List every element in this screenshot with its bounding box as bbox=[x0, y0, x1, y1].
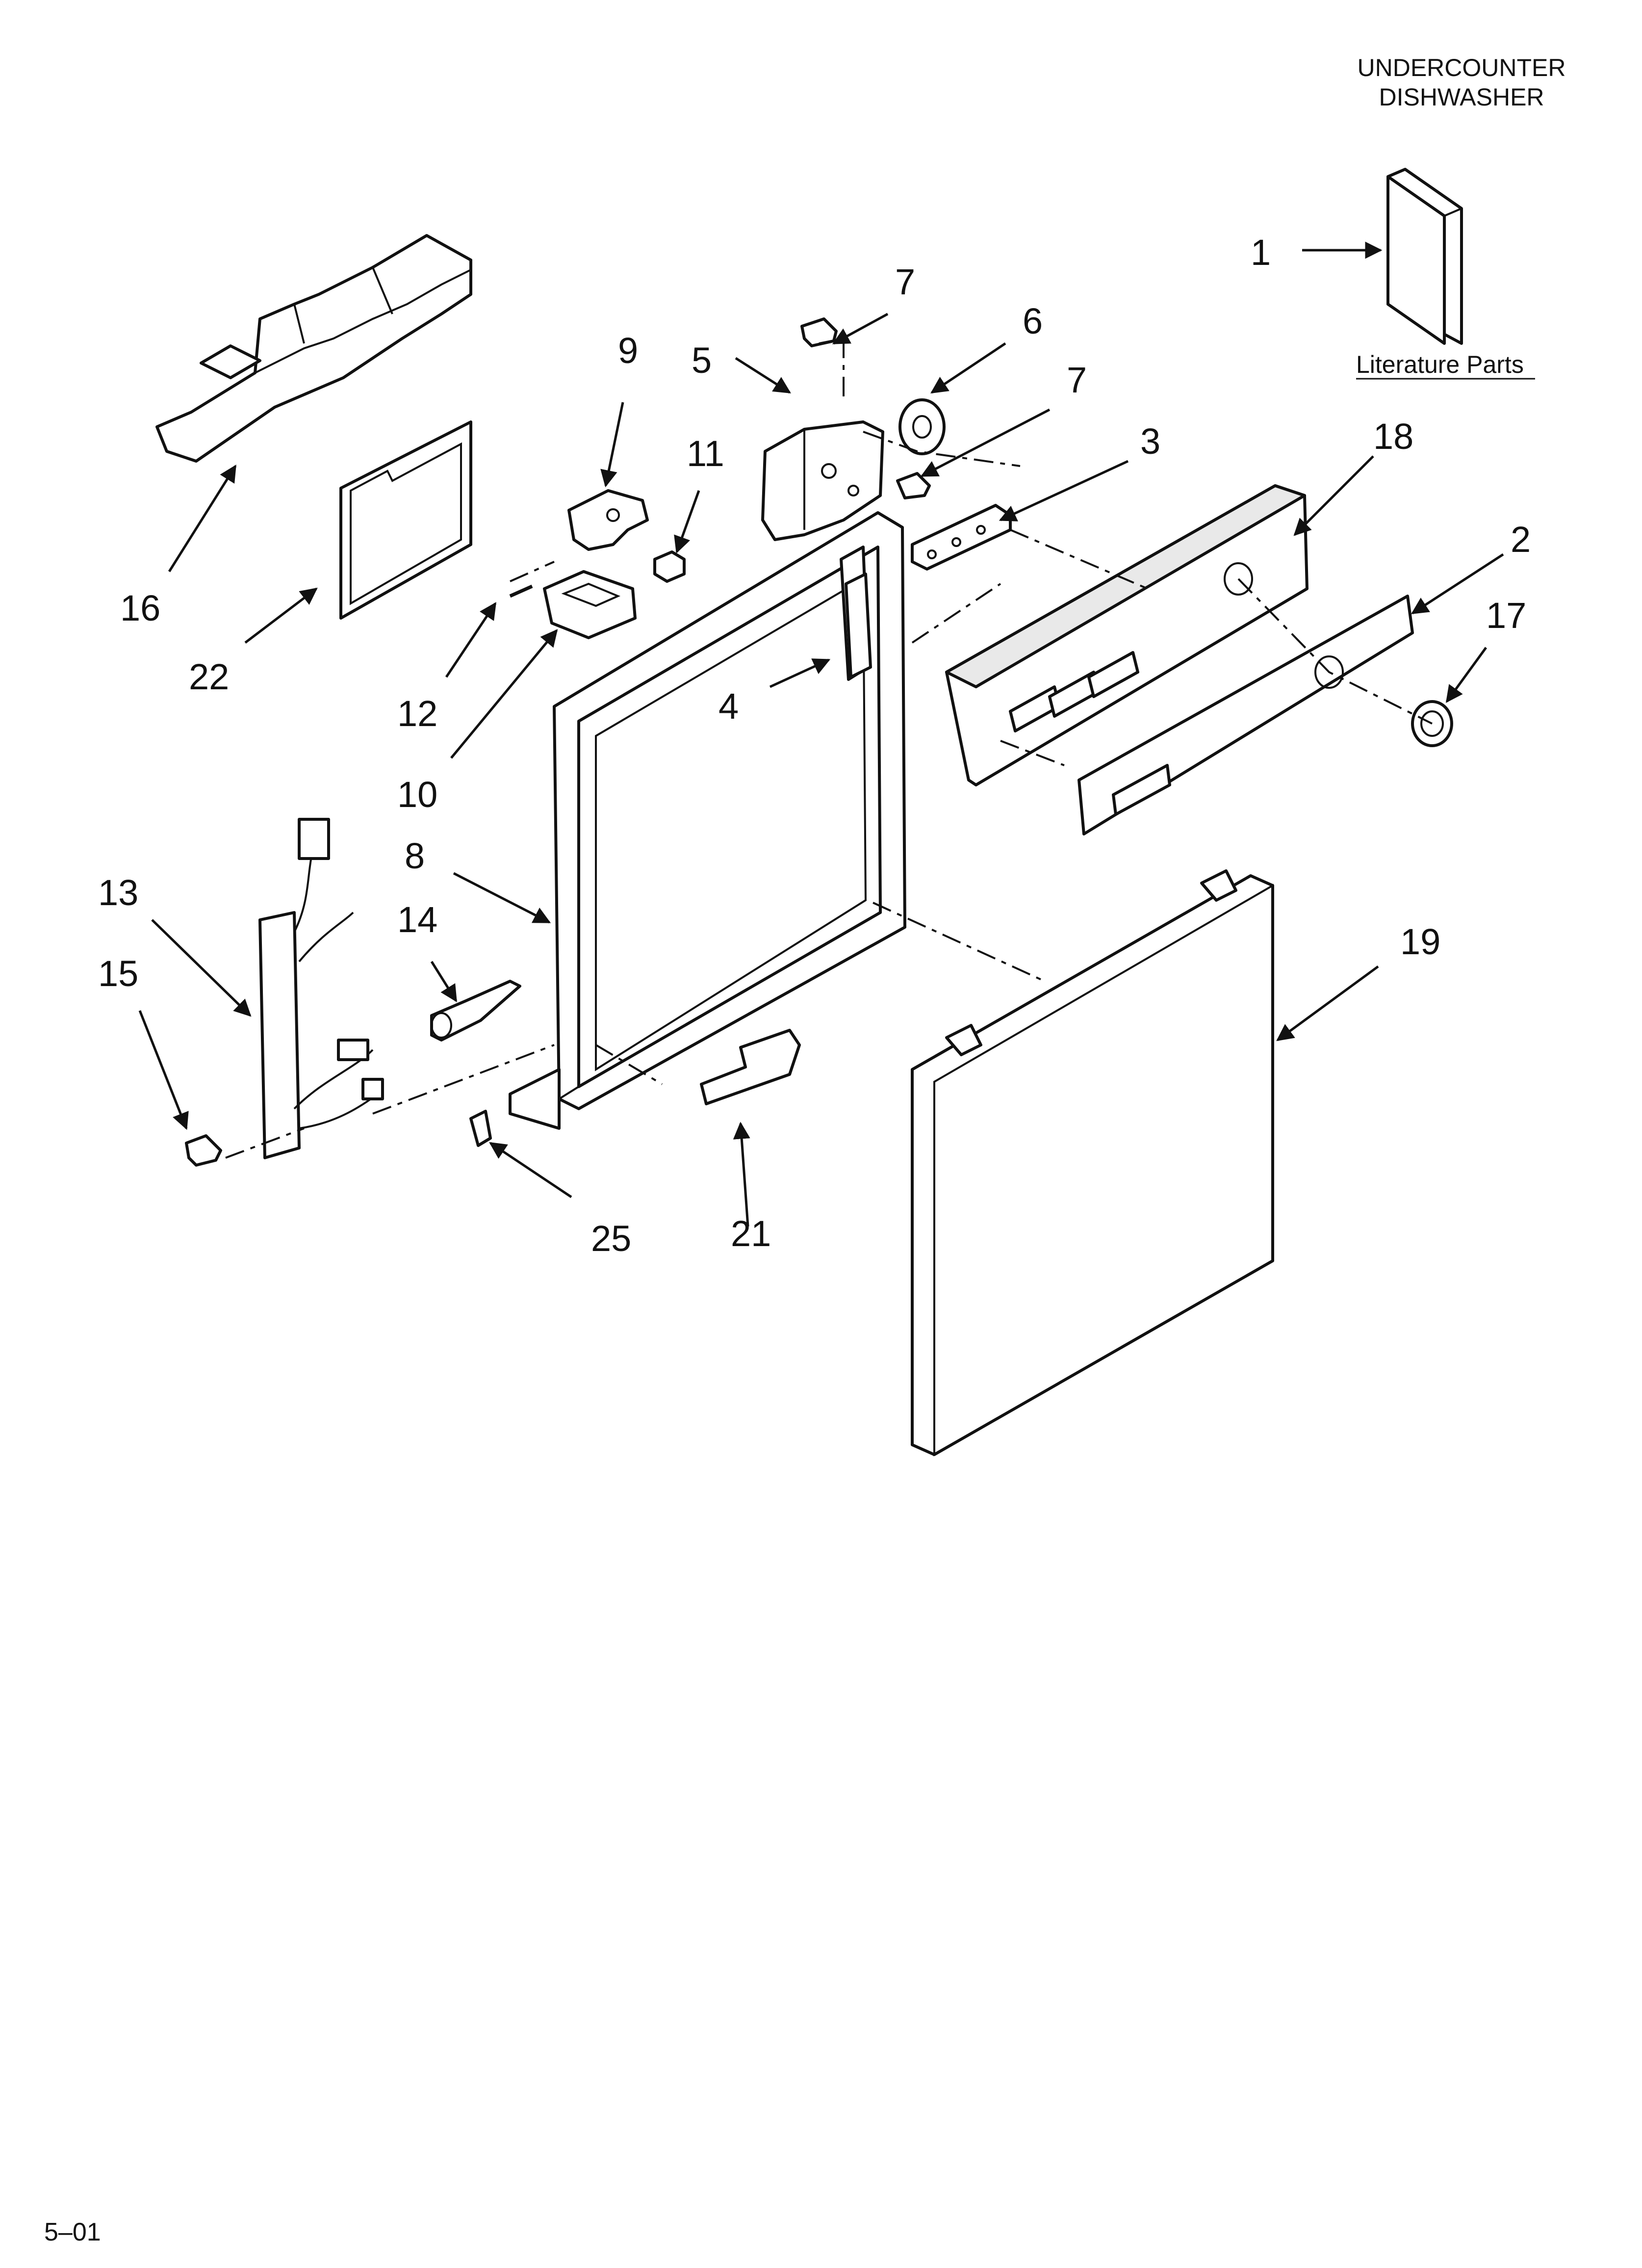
part-4-hinge bbox=[845, 573, 872, 678]
leader-arrows bbox=[138, 241, 1504, 1227]
callout-1: 1 bbox=[1251, 232, 1271, 273]
part-11-switch bbox=[653, 550, 686, 583]
part-14-sensor bbox=[430, 980, 521, 1042]
part-15-screw bbox=[185, 1134, 222, 1167]
part-25-clip bbox=[469, 1110, 492, 1147]
callout-8: 8 bbox=[405, 835, 425, 876]
header-line-2: DISHWASHER bbox=[1379, 83, 1544, 111]
header-line-1: UNDERCOUNTER bbox=[1357, 54, 1566, 81]
callout-14: 14 bbox=[397, 899, 437, 940]
callout-12: 12 bbox=[397, 693, 437, 734]
callout-9: 9 bbox=[618, 330, 638, 371]
callout-labels: 1 7 6 7 9 5 3 18 11 2 17 16 22 12 4 10 8… bbox=[98, 232, 1535, 1259]
literature-parts-label: Literature Parts bbox=[1356, 351, 1524, 378]
callout-2: 2 bbox=[1511, 519, 1531, 560]
callout-22: 22 bbox=[189, 656, 229, 697]
diagram-header: UNDERCOUNTER DISHWASHER bbox=[1324, 53, 1599, 112]
assembly-lines bbox=[225, 339, 1433, 1159]
callout-10: 10 bbox=[397, 774, 437, 815]
callout-13: 13 bbox=[98, 872, 138, 913]
part-18-control-panel bbox=[945, 484, 1308, 786]
part-5-control-module bbox=[761, 420, 884, 541]
part-10-latch-housing bbox=[543, 570, 637, 639]
callout-21: 21 bbox=[731, 1213, 771, 1254]
part-1-literature bbox=[1386, 168, 1463, 345]
part-7-screw-lower bbox=[896, 472, 931, 499]
callout-25: 25 bbox=[591, 1218, 631, 1259]
part-21-handle bbox=[700, 1029, 801, 1105]
callout-19: 19 bbox=[1400, 921, 1440, 962]
callout-17: 17 bbox=[1486, 595, 1526, 636]
callout-4: 4 bbox=[718, 686, 739, 727]
callout-3: 3 bbox=[1140, 421, 1160, 462]
part-13-wire-harness bbox=[258, 818, 384, 1159]
callout-6: 6 bbox=[1023, 301, 1043, 341]
callout-15: 15 bbox=[98, 953, 138, 994]
part-6-selector bbox=[898, 398, 946, 455]
callout-11: 11 bbox=[687, 433, 724, 474]
part-12-pin bbox=[509, 584, 533, 598]
callout-7-lower: 7 bbox=[1067, 360, 1087, 400]
callout-18: 18 bbox=[1373, 416, 1413, 457]
callout-7-upper: 7 bbox=[895, 261, 915, 302]
part-16-housing bbox=[155, 234, 472, 463]
part-9-latch bbox=[567, 489, 649, 551]
part-22-insulation bbox=[339, 420, 472, 620]
callout-5: 5 bbox=[692, 340, 712, 381]
footer-code: 5–01 bbox=[44, 2218, 101, 2246]
callout-16: 16 bbox=[120, 588, 160, 628]
part-2-console-overlay bbox=[1078, 595, 1414, 835]
part-19-door-panel bbox=[911, 869, 1274, 1457]
part-3-bracket bbox=[911, 504, 1012, 571]
